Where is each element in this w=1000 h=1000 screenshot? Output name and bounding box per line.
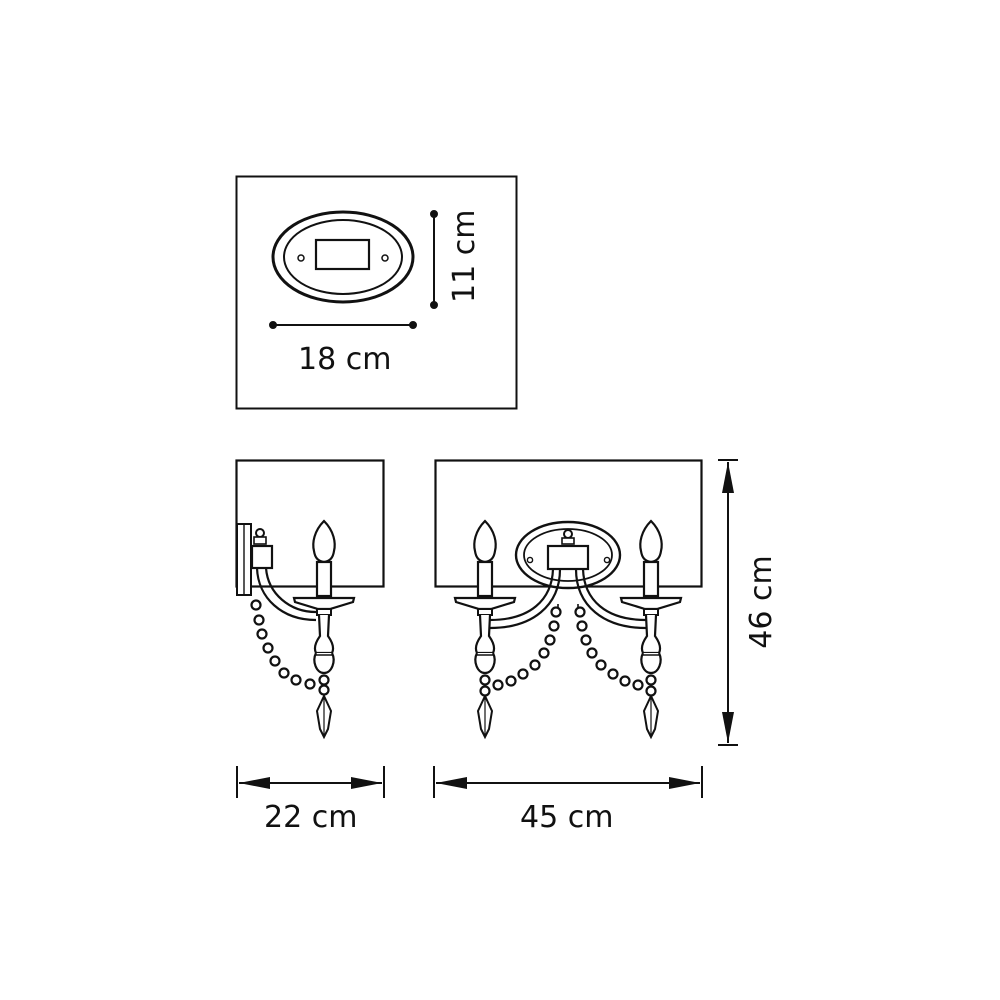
- height-label: 46 cm: [744, 555, 779, 649]
- side-width-dimension-line: [236, 766, 385, 798]
- plate-height-label: 11 cm: [447, 209, 482, 303]
- side-view: [235, 459, 385, 739]
- plate-width-label: 18 cm: [298, 342, 392, 377]
- front-width-label: 45 cm: [520, 800, 614, 835]
- side-width-label: 22 cm: [264, 800, 358, 835]
- mounting-plate-view: [235, 175, 518, 410]
- front-width-dimension-line: [433, 766, 703, 798]
- front-view: [434, 459, 703, 739]
- height-dimension-line: [718, 459, 738, 746]
